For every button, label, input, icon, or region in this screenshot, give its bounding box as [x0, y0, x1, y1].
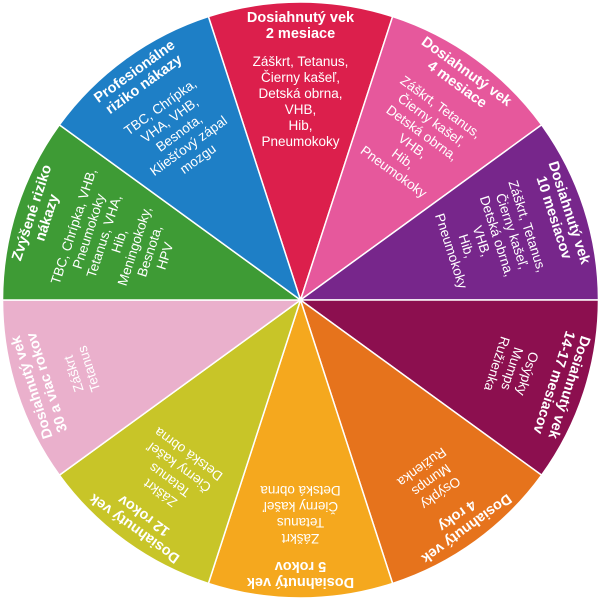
- segment-wedge: [58, 15, 302, 302]
- segment-wedge: [299, 15, 543, 302]
- segment-body-line: Hib,: [456, 232, 478, 259]
- segment-body-line: Čierny kašeľ,: [261, 70, 340, 85]
- segment-body-line: Záškrt, Tetanus,: [253, 54, 349, 69]
- segment-body-line: Čierny kašeľ: [262, 499, 338, 514]
- segment-title-line: 5 rokov: [275, 558, 327, 574]
- segment-wedge: [207, 297, 394, 599]
- segment-title-line: 2 mesiace: [266, 26, 335, 42]
- segment-body-line: Záškrt: [282, 531, 320, 546]
- segment-wedge: [298, 123, 600, 301]
- segment-body-line: VHB,: [285, 102, 317, 117]
- segment-wedge: [1, 123, 303, 301]
- segment-body-line: Tetanus: [277, 515, 325, 530]
- segment-body-line: Hib,: [288, 118, 312, 133]
- segment-title-line: Dosiahnutý vek: [247, 10, 355, 26]
- segment-wedge: [58, 298, 302, 585]
- segment-wedge: [299, 298, 543, 585]
- segment-wedge: [298, 299, 600, 477]
- segment-body-line: Hib,: [108, 227, 130, 254]
- segment-body-line: Pneumokoky: [261, 134, 339, 149]
- segment-body-line: Detská obrna: [260, 483, 341, 498]
- segment-body-line: Detská obrna,: [258, 86, 342, 101]
- segment-wedge: [1, 299, 303, 477]
- segment-wedge: [207, 1, 394, 303]
- segment-title-line: Dosiahnutý vek: [246, 574, 354, 590]
